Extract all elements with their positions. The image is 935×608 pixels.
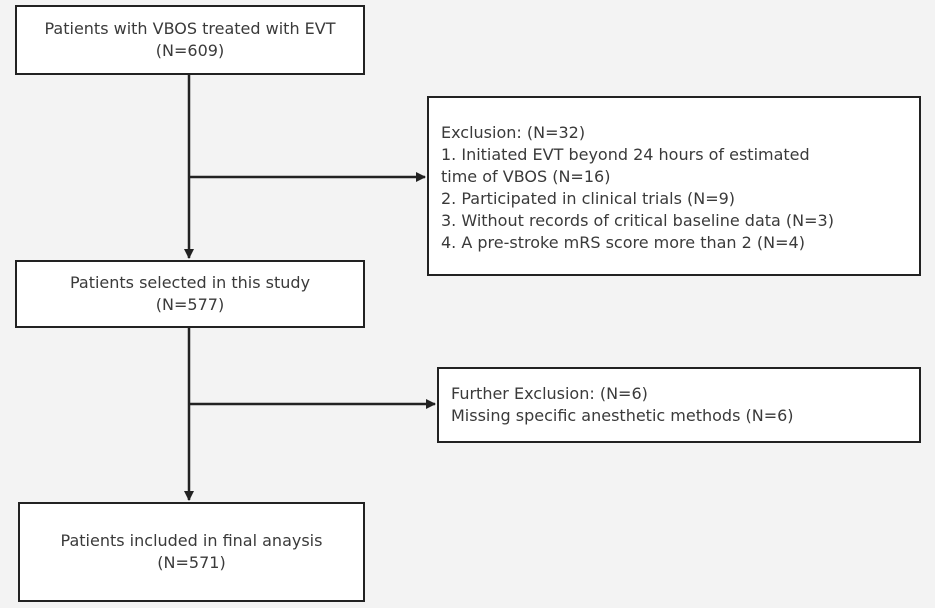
box-patients-final-label: Patients included in final anaysis <box>60 531 323 550</box>
exclusion-item-3: 3. Without records of critical baseline … <box>441 211 834 230</box>
box-further-exclusion: Further Exclusion: (N=6) Missing specifi… <box>437 367 921 443</box>
exclusion-item-1b: time of VBOS (N=16) <box>441 167 611 186</box>
box-exclusion: Exclusion: (N=32) 1. Initiated EVT beyon… <box>427 96 921 276</box>
further-exclusion-title: Further Exclusion: (N=6) <box>451 384 648 403</box>
box-patients-selected-label: Patients selected in this study <box>69 273 311 292</box>
box-patients-treated-count: (N=609) <box>155 41 225 60</box>
further-exclusion-item: Missing specific anesthetic methods (N=6… <box>451 406 794 425</box>
box-patients-selected-count: (N=577) <box>155 295 225 314</box>
box-patients-selected: Patients selected in this study (N=577) <box>15 260 365 328</box>
box-patients-final-count: (N=571) <box>157 553 226 572</box>
exclusion-item-2: 2. Participated in clinical trials (N=9) <box>441 189 736 208</box>
exclusion-item-1a: 1. Initiated EVT beyond 24 hours of esti… <box>441 145 810 164</box>
exclusion-item-4: 4. A pre-stroke mRS score more than 2 (N… <box>441 233 805 252</box>
box-patients-treated: Patients with VBOS treated with EVT (N=6… <box>15 5 365 75</box>
box-patients-final: Patients included in final anaysis (N=57… <box>18 502 365 602</box>
box-patients-treated-label: Patients with VBOS treated with EVT <box>44 19 336 38</box>
exclusion-title: Exclusion: (N=32) <box>441 123 586 142</box>
